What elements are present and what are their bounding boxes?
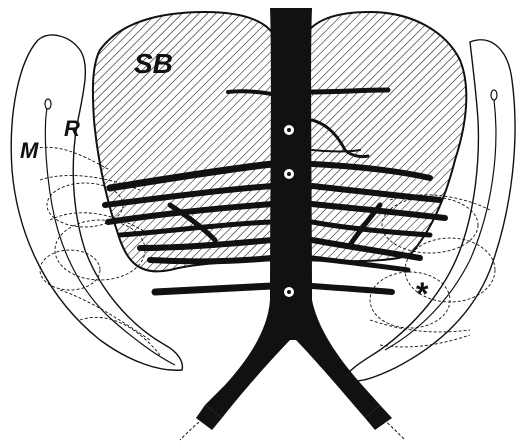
left-loop-end-marker	[45, 99, 51, 109]
label-mesentery: M	[20, 140, 38, 162]
label-asterisk: *	[416, 278, 428, 310]
label-rectum: R	[64, 118, 80, 140]
label-small-bowel: SB	[134, 50, 173, 78]
right-loop-end-marker	[491, 90, 497, 100]
